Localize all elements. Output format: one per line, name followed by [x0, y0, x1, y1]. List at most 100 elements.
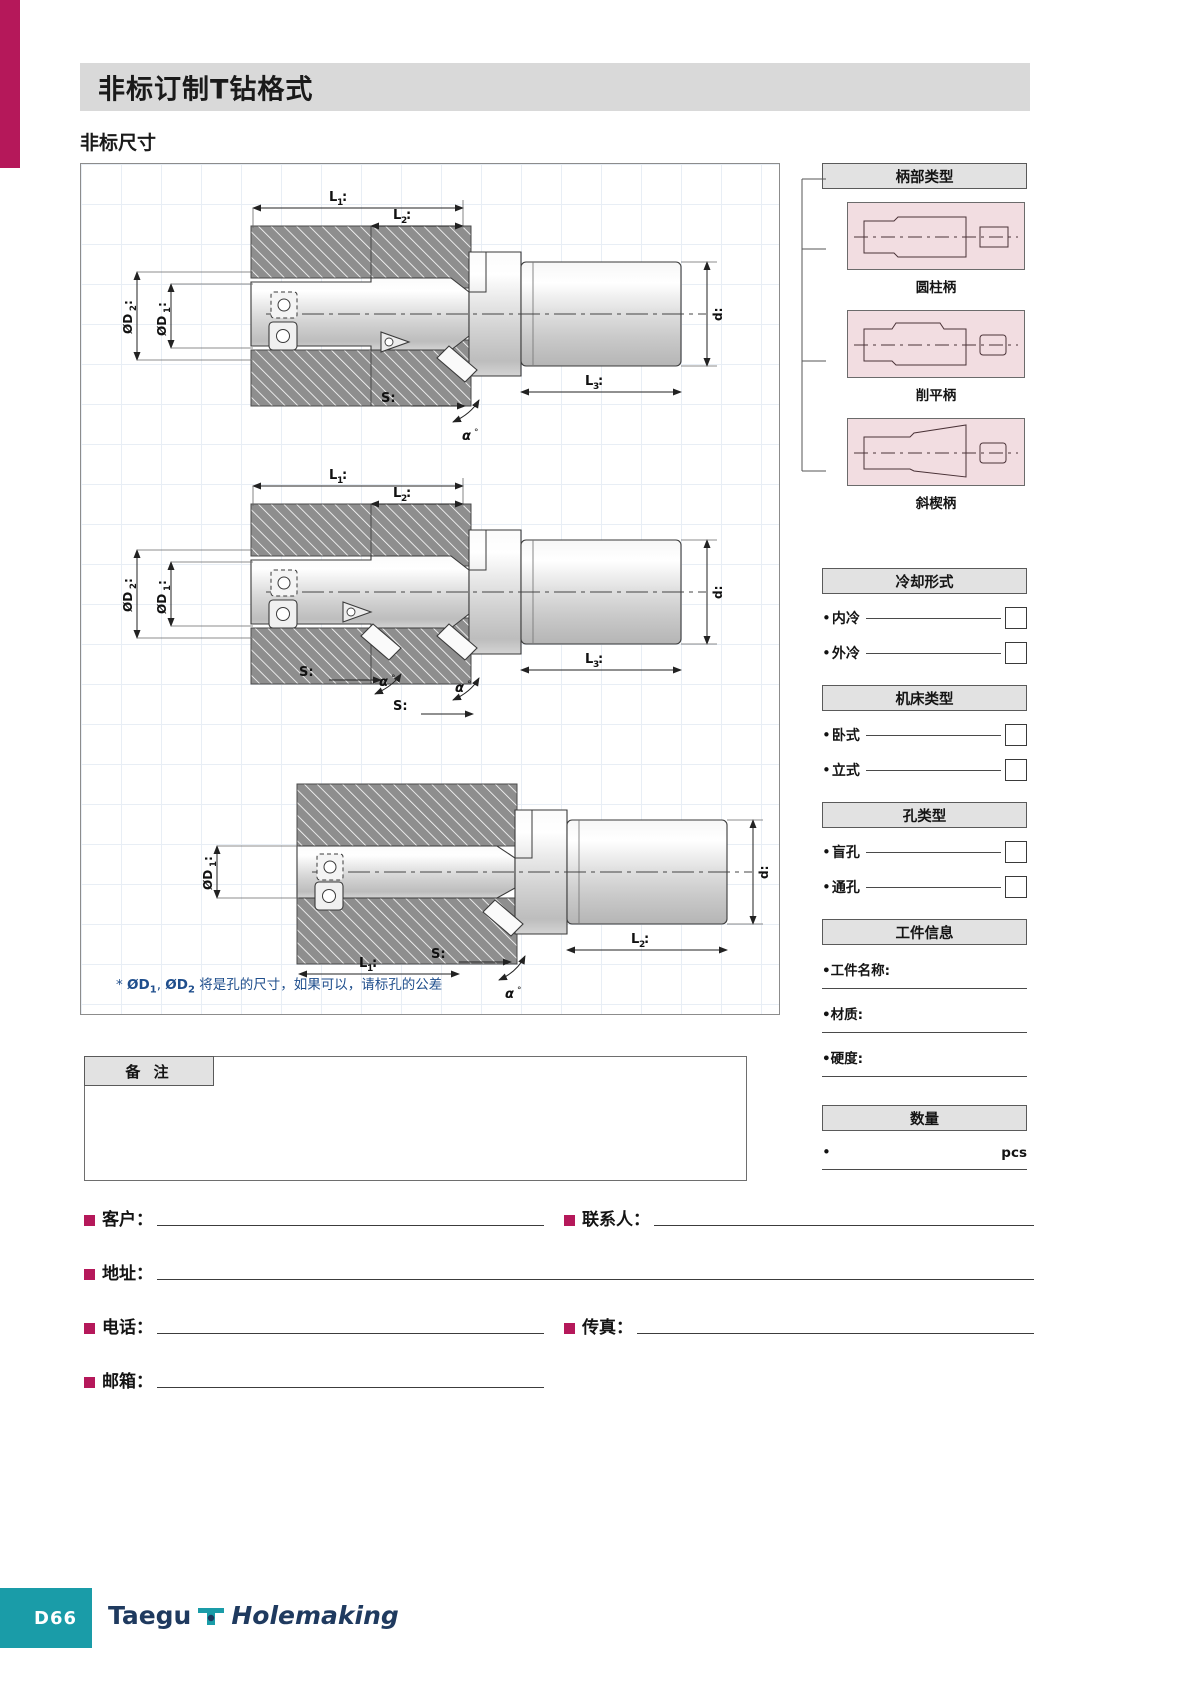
- field-contact-person-label: 联系人：: [582, 1210, 650, 1230]
- workpiece-field-hardness-label: 硬度:: [830, 1051, 864, 1067]
- svg-text:L: L: [585, 652, 593, 667]
- note-d2-sub: 2: [187, 985, 195, 996]
- page-footer: D66 Taegu Holemaking: [0, 1588, 1200, 1648]
- field-fax-label: 传真：: [582, 1318, 633, 1338]
- machine-vertical-checkbox[interactable]: [1005, 759, 1027, 781]
- field-fax-input[interactable]: [637, 1333, 1034, 1334]
- shank-option-cylindrical-label: 圆柱柄: [915, 280, 957, 296]
- panel-heading-quantity: 数量: [822, 1105, 1027, 1131]
- leader-line: [865, 652, 1001, 654]
- svg-text:d:: d:: [757, 866, 771, 879]
- form-row-address: 地址：: [84, 1259, 1034, 1284]
- leader-line: [865, 617, 1001, 619]
- bullet-icon: •: [822, 1051, 831, 1067]
- hole-through-checkbox[interactable]: [1005, 876, 1027, 898]
- form-row-customer-contact: 客户： 联系人：: [84, 1205, 1034, 1230]
- panel-heading-shank-type: 柄部类型: [822, 163, 1027, 189]
- note-d1: ØD: [127, 977, 150, 994]
- field-address-input[interactable]: [157, 1279, 1034, 1280]
- machine-option-vertical-label: 立式: [831, 763, 860, 779]
- quantity-input[interactable]: [822, 1169, 1027, 1170]
- cooling-option-external[interactable]: • 外冷: [822, 642, 1027, 664]
- tapered-wedge-shank-icon: [854, 424, 1018, 478]
- bullet-square-icon: [564, 1323, 575, 1334]
- panel-heading-hole-type: 孔类型: [822, 802, 1027, 828]
- svg-text:ØD: ØD: [155, 594, 169, 614]
- field-email-input[interactable]: [157, 1387, 544, 1388]
- technical-drawing-frame: L 1 : L 2 : ØD 2 : ØD 1 : L 3: [80, 163, 780, 1015]
- workpiece-field-hardness-input[interactable]: [822, 1076, 1027, 1077]
- svg-text:L: L: [393, 208, 401, 223]
- brand-name-primary: Taegu: [108, 1601, 192, 1630]
- field-customer[interactable]: 客户：: [84, 1205, 544, 1230]
- form-row-email: 邮箱：: [84, 1367, 1034, 1392]
- svg-text::: :: [406, 208, 411, 223]
- svg-text:2: 2: [129, 305, 139, 311]
- svg-text:α: α: [455, 681, 464, 696]
- leader-line: [865, 734, 1001, 736]
- note-prefix: *: [116, 977, 123, 994]
- bullet-icon: •: [822, 1143, 831, 1161]
- cylindrical-shank-icon: [854, 216, 1018, 258]
- shank-option-weldon-flat[interactable]: [847, 310, 1025, 378]
- field-phone-label: 电话：: [102, 1318, 153, 1338]
- svg-text:2: 2: [401, 216, 407, 226]
- machine-horizontal-checkbox[interactable]: [1005, 724, 1027, 746]
- panel-heading-workpiece-info: 工件信息: [822, 919, 1027, 945]
- quantity-row[interactable]: • pcs: [822, 1143, 1027, 1161]
- field-phone-input[interactable]: [157, 1333, 544, 1334]
- svg-text:3: 3: [593, 382, 599, 392]
- hole-option-blind[interactable]: • 盲孔: [822, 841, 1027, 863]
- panel-heading-cooling-type: 冷却形式: [822, 568, 1027, 594]
- bullet-square-icon: [84, 1269, 95, 1280]
- svg-text:ØD: ØD: [121, 314, 135, 334]
- bullet-icon: •: [822, 760, 831, 779]
- field-fax[interactable]: 传真：: [564, 1313, 1034, 1338]
- svg-text:ØD: ØD: [155, 316, 169, 336]
- cooling-option-internal[interactable]: • 内冷: [822, 607, 1027, 629]
- page-title-band: 非标订制T钻格式: [80, 63, 1030, 111]
- workpiece-field-material-label: 材质:: [830, 1007, 864, 1023]
- svg-text:L: L: [359, 956, 367, 971]
- svg-text:°: °: [474, 428, 479, 438]
- field-phone[interactable]: 电话：: [84, 1313, 544, 1338]
- svg-text::: :: [342, 468, 347, 483]
- footer-page-tab: [0, 1588, 92, 1648]
- svg-text:°: °: [517, 986, 522, 996]
- svg-text:S:: S:: [393, 699, 408, 714]
- machine-option-vertical[interactable]: • 立式: [822, 759, 1027, 781]
- svg-text:L: L: [329, 190, 337, 205]
- hole-option-through-label: 通孔: [831, 880, 860, 896]
- bullet-square-icon: [564, 1215, 575, 1226]
- workpiece-field-name-input[interactable]: [822, 988, 1027, 989]
- svg-text::: :: [342, 190, 347, 205]
- workpiece-field-hardness[interactable]: •硬度:: [822, 1047, 1027, 1077]
- workpiece-field-material[interactable]: •材质:: [822, 1003, 1027, 1033]
- drawing-view-3: ØD 1 : L 2 : d: L 1 : S: α °: [201, 783, 771, 1002]
- field-email[interactable]: 邮箱：: [84, 1367, 544, 1392]
- svg-text:3: 3: [593, 660, 599, 670]
- svg-text:1: 1: [367, 964, 373, 974]
- field-email-label: 邮箱：: [102, 1372, 153, 1392]
- field-address[interactable]: 地址：: [84, 1259, 1034, 1284]
- shank-option-cylindrical[interactable]: [847, 202, 1025, 270]
- workpiece-field-material-input[interactable]: [822, 1032, 1027, 1033]
- leader-line: [865, 769, 1001, 771]
- field-contact-person[interactable]: 联系人：: [564, 1205, 1034, 1230]
- cooling-external-checkbox[interactable]: [1005, 642, 1027, 664]
- hole-blind-checkbox[interactable]: [1005, 841, 1027, 863]
- shank-option-tapered-wedge[interactable]: [847, 418, 1025, 486]
- bullet-icon: •: [822, 643, 831, 662]
- svg-text:°: °: [467, 680, 472, 690]
- svg-text::: :: [644, 932, 649, 947]
- cooling-internal-checkbox[interactable]: [1005, 607, 1027, 629]
- machine-option-horizontal[interactable]: • 卧式: [822, 724, 1027, 746]
- remarks-heading: 备 注: [84, 1056, 214, 1086]
- field-contact-person-input[interactable]: [654, 1225, 1034, 1226]
- page-number: D66: [34, 1608, 77, 1629]
- hole-option-through[interactable]: • 通孔: [822, 876, 1027, 898]
- workpiece-field-name[interactable]: •工件名称:: [822, 959, 1027, 989]
- svg-text:°: °: [391, 674, 396, 684]
- svg-text:ØD: ØD: [201, 870, 215, 890]
- field-customer-input[interactable]: [157, 1225, 544, 1226]
